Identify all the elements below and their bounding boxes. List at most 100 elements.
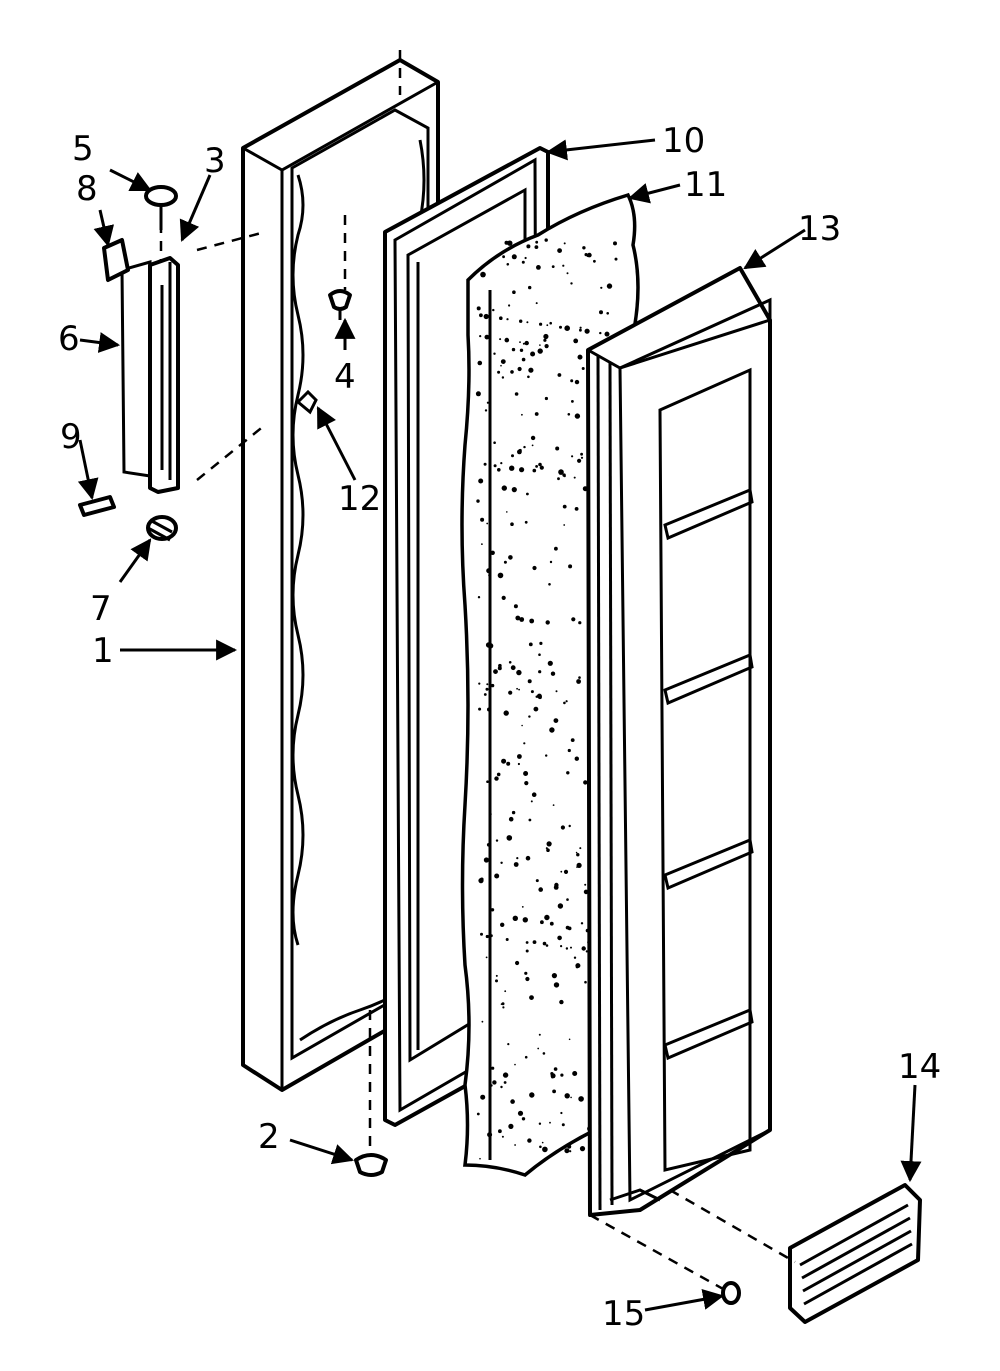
foam-speck (489, 653, 492, 656)
foam-speck (493, 352, 496, 355)
foam-speck (484, 334, 490, 340)
foam-speck (563, 524, 566, 526)
foam-speck (511, 347, 516, 352)
foam-speck (500, 1085, 503, 1089)
foam-speck (544, 344, 549, 349)
callout-13: 13 (798, 209, 841, 249)
foam-speck (570, 1096, 572, 1099)
foam-speck (550, 1073, 556, 1079)
foam-speck (500, 922, 505, 927)
foam-speck (555, 446, 560, 451)
foam-speck (550, 671, 556, 676)
foam-speck (578, 676, 581, 679)
foam-speck (513, 862, 519, 867)
foam-speck (565, 700, 568, 703)
foam-speck (546, 848, 550, 852)
callout-14: 14 (898, 1047, 941, 1087)
foam-speck (518, 448, 522, 453)
foam-speck (537, 1047, 540, 1050)
foam-speck (563, 701, 566, 705)
callout-labels: 1 2 3 4 5 6 7 8 9 10 11 12 13 14 15 (58, 121, 941, 1334)
foam-speck (517, 754, 522, 759)
foam-speck (503, 1081, 507, 1084)
foam-speck (533, 706, 539, 712)
foam-speck (557, 935, 562, 941)
foam-speck (519, 617, 525, 622)
foam-speck (548, 583, 551, 586)
foam-speck (569, 1150, 572, 1153)
foam-speck (497, 666, 502, 671)
foam-speck (567, 413, 571, 416)
foam-speck (496, 772, 501, 777)
foam-speck (522, 917, 528, 923)
foam-speck (525, 855, 531, 861)
foam-speck (537, 348, 543, 354)
foam-speck (513, 604, 518, 609)
foam-speck (524, 781, 529, 786)
foam-speck (521, 413, 523, 416)
foam-speck (495, 839, 499, 842)
callout-11: 11 (684, 165, 727, 205)
foam-speck (500, 861, 503, 864)
hinge-screw-bottom (78, 495, 178, 542)
foam-speck (559, 325, 562, 329)
foam-speck (535, 302, 538, 305)
callout-12: 12 (338, 479, 381, 519)
callout-5: 5 (72, 129, 94, 169)
foam-speck (568, 824, 571, 828)
foam-speck (599, 310, 603, 315)
foam-speck (524, 256, 527, 260)
foam-speck (538, 1122, 542, 1125)
foam-speck (519, 319, 523, 323)
foam-speck (551, 973, 558, 979)
foam-speck (487, 707, 491, 712)
foam-speck (573, 476, 576, 479)
foam-speck (509, 465, 515, 471)
foam-speck (573, 338, 579, 344)
foam-speck (490, 550, 495, 555)
foam-speck (485, 956, 488, 959)
foam-speck (497, 468, 501, 472)
foam-speck (538, 462, 542, 467)
foam-speck (535, 879, 539, 883)
foam-speck (575, 963, 581, 969)
foam-speck (559, 999, 564, 1005)
foam-speck (570, 738, 575, 742)
foam-speck (553, 718, 559, 723)
foam-speck (579, 847, 582, 850)
foam-speck (476, 499, 480, 503)
foam-speck (527, 1138, 532, 1143)
foam-speck (488, 812, 492, 816)
callout-15: 15 (602, 1294, 645, 1334)
foam-speck (580, 922, 584, 925)
foam-speck (480, 1094, 486, 1100)
foam-speck (530, 690, 534, 694)
foam-speck (476, 1112, 480, 1116)
foam-speck (490, 908, 495, 912)
foam-speck (479, 335, 482, 338)
foam-speck (565, 947, 569, 950)
foam-speck (480, 271, 486, 278)
foam-speck (546, 324, 549, 327)
foam-speck (562, 264, 565, 267)
foam-speck (480, 932, 483, 936)
foam-speck (524, 971, 528, 975)
foam-speck (478, 707, 482, 711)
foam-speck (481, 1020, 484, 1023)
foam-speck (511, 810, 516, 815)
foam-speck (508, 555, 513, 560)
foam-speck (527, 679, 532, 684)
foam-speck (557, 373, 562, 377)
foam-speck (535, 465, 538, 468)
foam-speck (549, 921, 554, 926)
foam-speck (485, 687, 489, 691)
foam-speck (493, 464, 497, 468)
foam-speck (528, 715, 531, 718)
foam-speck (483, 462, 487, 466)
foam-speck (477, 596, 481, 599)
foam-speck (516, 857, 519, 860)
foam-speck (554, 882, 559, 888)
foam-speck (508, 690, 513, 695)
foam-speck (581, 367, 585, 370)
foam-speck (479, 1157, 481, 1160)
